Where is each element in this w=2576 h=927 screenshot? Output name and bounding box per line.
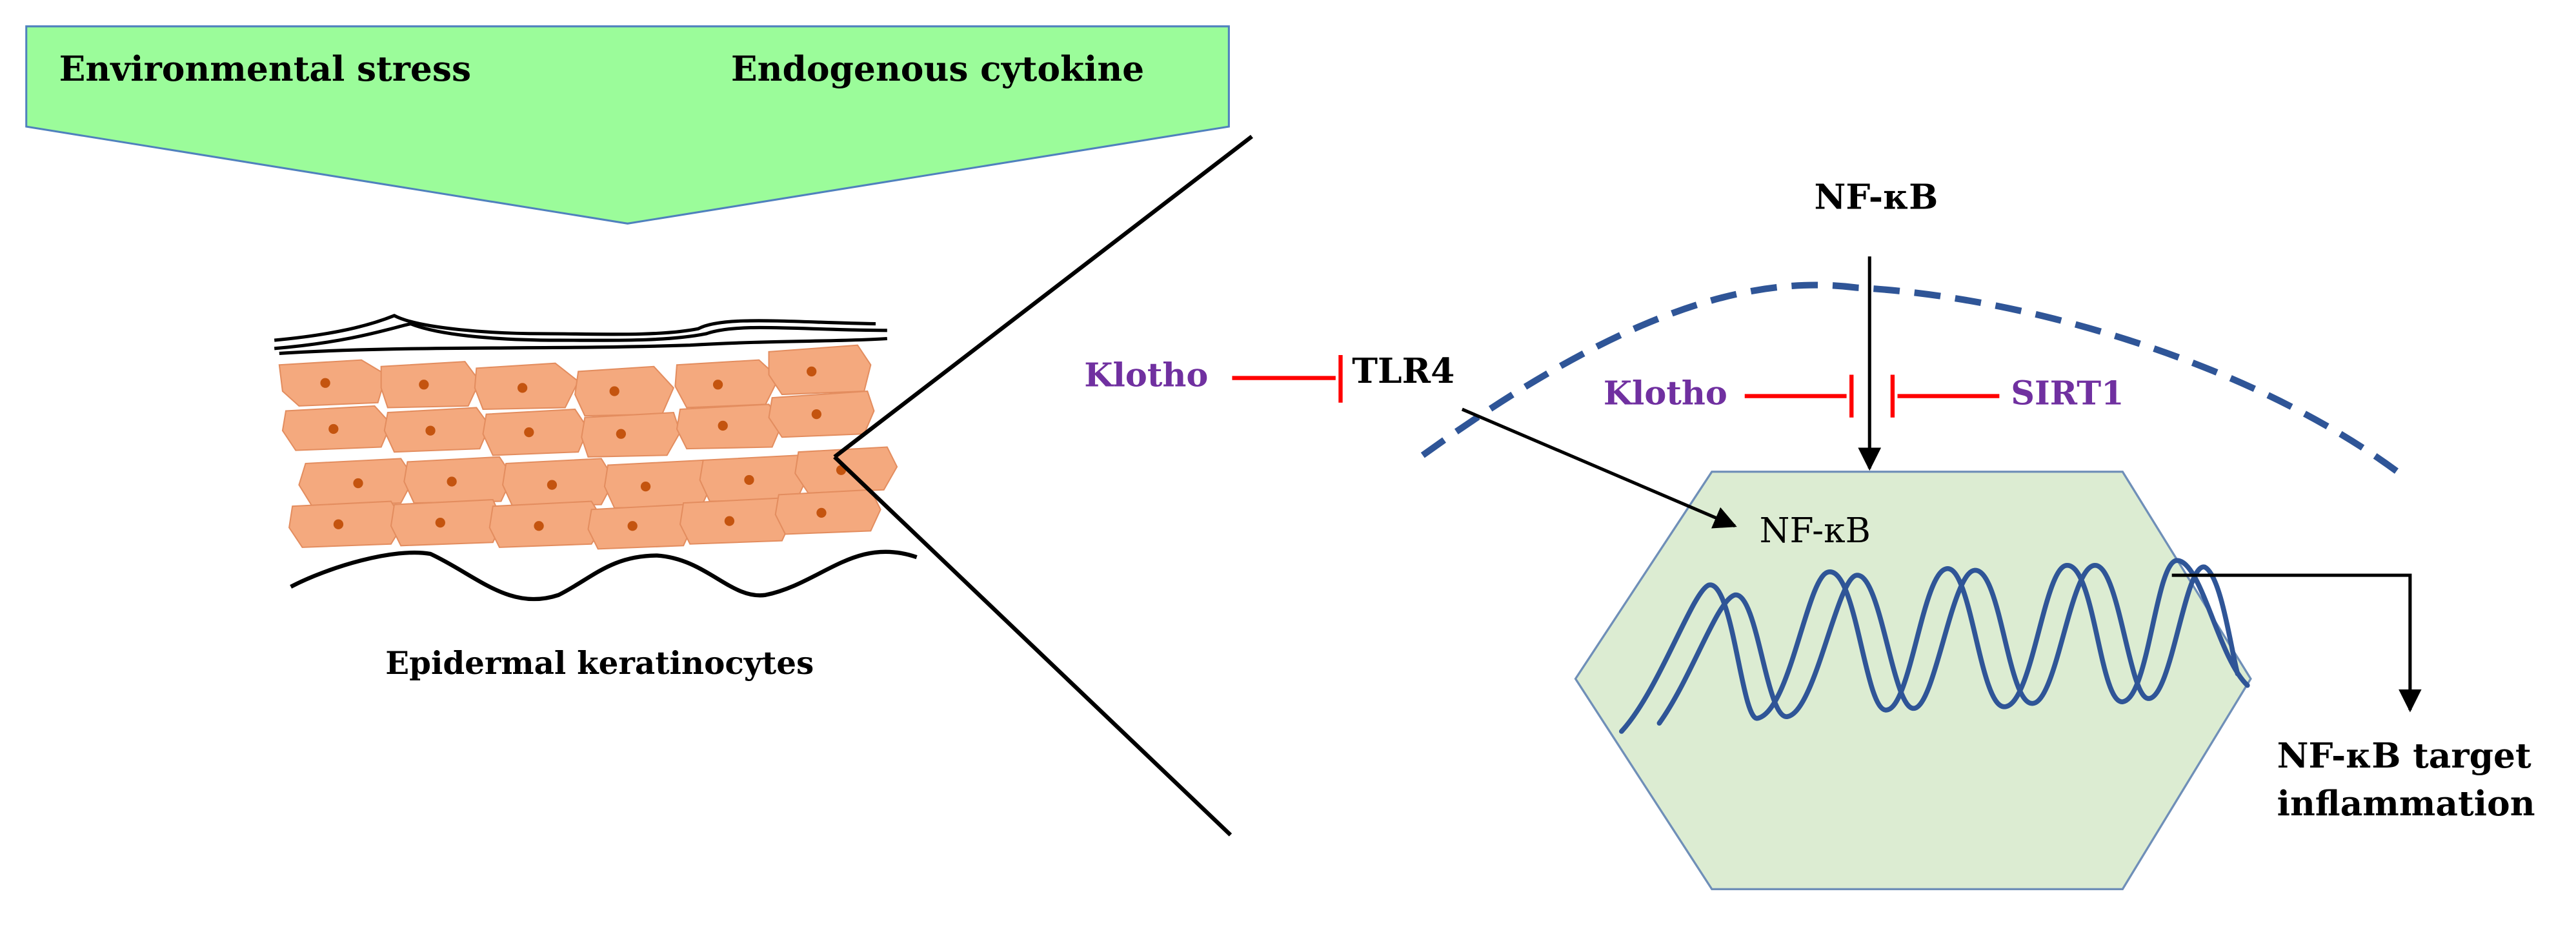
inflammation-label: inflammation [2277,783,2535,824]
zoom-lines [833,134,1253,837]
basement-membrane-line [290,549,918,602]
cell-membrane-arc [1420,281,2404,478]
cell-nuclei [320,366,847,531]
epidermal-keratinocytes-label: Epidermal keratinocytes [385,646,814,682]
endogenous-cytokine-label: Endogenous cytokine [731,48,1144,89]
epidermis-illustration: Epidermal keratinocytes [274,314,918,682]
klotho-right-label: Klotho [1604,374,1727,413]
sirt1-label: SIRT1 [2011,374,2124,413]
stratum-corneum-lines [274,314,887,355]
nfkb-top-label: NF-κB [1815,176,1938,217]
environmental-stress-label: Environmental stress [59,48,471,89]
tlr4-label: TLR4 [1352,351,1454,391]
inhibition-markers [1232,354,2000,418]
nucleus-hexagon [1574,471,2252,891]
stimulus-banner: Environmental stress Endogenous cytokine [25,25,1230,225]
keratinocyte-cells [278,344,898,550]
tlr4-activation-arrow [1461,407,1737,529]
target-output-arrow [2171,573,2422,713]
banner-shape [25,25,1230,225]
dna-helix [1619,558,2250,734]
nfkb-target-label: NF-κB target [2277,735,2531,776]
klotho-left-label: Klotho [1084,356,1208,394]
pathway-arrows [1461,256,2422,713]
nfkb-nucleus-label: NF-κB [1760,510,1871,551]
